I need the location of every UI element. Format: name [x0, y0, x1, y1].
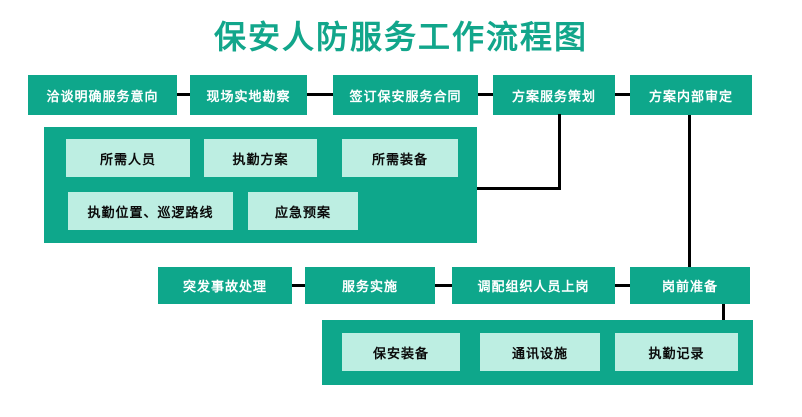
node-site-survey: 现场实地勘察 — [190, 75, 307, 115]
connector-row1-2 — [307, 93, 333, 96]
node-service-plan-drafting: 方案服务策划 — [493, 75, 615, 115]
connector-review-to-preparation — [688, 115, 691, 267]
node-duty-positions-patrol-routes: 执勤位置、巡逻路线 — [68, 192, 233, 230]
page-title: 保安人防服务工作流程图 — [213, 19, 588, 55]
node-negotiate-service-intent: 洽谈明确服务意向 — [28, 75, 177, 115]
connector-row2-2 — [435, 284, 452, 287]
connector-row2-1 — [292, 284, 305, 287]
node-sign-security-contract: 签订保安服务合同 — [333, 75, 478, 115]
group-planning-details: 所需人员 执勤方案 所需装备 执勤位置、巡逻路线 应急预案 — [44, 127, 477, 243]
node-pre-post-preparation: 岗前准备 — [630, 267, 750, 304]
node-service-implementation: 服务实施 — [305, 267, 435, 304]
node-duty-plan: 执勤方案 — [204, 139, 317, 177]
node-communication-facilities: 通讯设施 — [480, 333, 600, 371]
connector-preparation-vertical — [722, 304, 725, 321]
node-required-personnel: 所需人员 — [66, 139, 190, 177]
connector-row1-3 — [478, 93, 493, 96]
connector-planning-vertical — [558, 114, 561, 190]
node-duty-records: 执勤记录 — [615, 333, 738, 371]
connector-row1-1 — [177, 93, 190, 96]
node-plan-internal-review: 方案内部审定 — [630, 75, 752, 115]
group-preparation-items: 保安装备 通讯设施 执勤记录 — [322, 320, 753, 385]
connector-row1-4 — [615, 93, 630, 96]
node-security-equipment: 保安装备 — [342, 333, 460, 371]
node-required-equipment: 所需装备 — [342, 139, 458, 177]
connector-planning-horizontal — [477, 187, 561, 190]
node-emergency-plan: 应急预案 — [248, 192, 358, 230]
node-incident-handling: 突发事故处理 — [158, 267, 292, 304]
connector-row2-3 — [615, 284, 630, 287]
node-assign-personnel-to-post: 调配组织人员上岗 — [452, 267, 615, 304]
